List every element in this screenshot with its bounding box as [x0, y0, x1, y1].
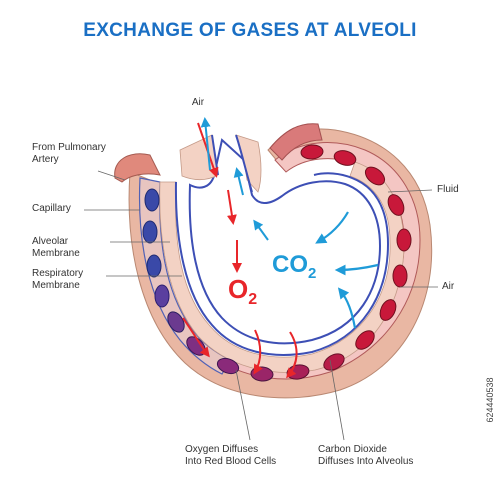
arterial-red-blood-cells — [300, 144, 412, 350]
diagram-title: EXCHANGE OF GASES AT ALVEOLI — [83, 20, 417, 41]
label-line: Into Red Blood Cells — [185, 456, 277, 467]
alveolar-air-space — [188, 138, 382, 345]
capillary-label: Capillary — [32, 203, 71, 214]
label-line: Membrane — [32, 280, 80, 291]
blood-cell — [392, 264, 408, 288]
oxygen-diffusion-arrows — [182, 317, 298, 379]
blood-cell — [387, 194, 405, 216]
blood-cell — [323, 353, 345, 371]
fluid-label: Fluid — [437, 184, 459, 195]
o2-label: O2 — [228, 274, 257, 308]
co2-diffuses-label: Carbon Dioxide Diffuses Into Alveolus — [318, 444, 413, 468]
callout-lines — [84, 170, 438, 441]
label-line: Respiratory — [32, 268, 84, 279]
co2-label: CO2 — [272, 251, 316, 282]
label-line: Alveolar — [32, 236, 69, 247]
label-line: Carbon Dioxide — [318, 444, 387, 455]
label-line: Diffuses Into Alveolus — [318, 456, 414, 467]
airflow-arrows — [197, 117, 269, 273]
blood-cell — [396, 228, 412, 252]
blood-cell — [146, 254, 162, 278]
co2-diffusion-arrows — [315, 211, 379, 329]
blood-cell — [142, 220, 158, 244]
blood-cell — [379, 299, 397, 321]
air-right-label: Air — [442, 281, 455, 292]
air-top-label: Air — [191, 97, 205, 108]
label-line: From Pulmonary — [32, 142, 106, 153]
stock-number: 624440538 — [485, 377, 495, 423]
blood-cell — [364, 166, 386, 186]
blood-cell — [216, 357, 240, 375]
alveolar-membrane-label: Alveolar Membrane — [32, 236, 80, 260]
respiratory-membrane-label: Respiratory Membrane — [32, 268, 83, 292]
oxygen-diffuses-label: Oxygen Diffuses Into Red Blood Cells — [185, 444, 276, 468]
blood-cell — [154, 284, 170, 308]
from-pulmonary-artery-label: From Pulmonary Artery — [32, 142, 106, 166]
label-line: Oxygen Diffuses — [185, 444, 259, 455]
label-line: Artery — [32, 154, 59, 165]
label-line: Membrane — [32, 248, 80, 259]
blood-cell — [144, 188, 160, 212]
blood-cell — [167, 311, 185, 333]
blood-cell — [355, 330, 375, 350]
blood-cell — [300, 144, 324, 160]
blood-cell — [333, 150, 357, 166]
